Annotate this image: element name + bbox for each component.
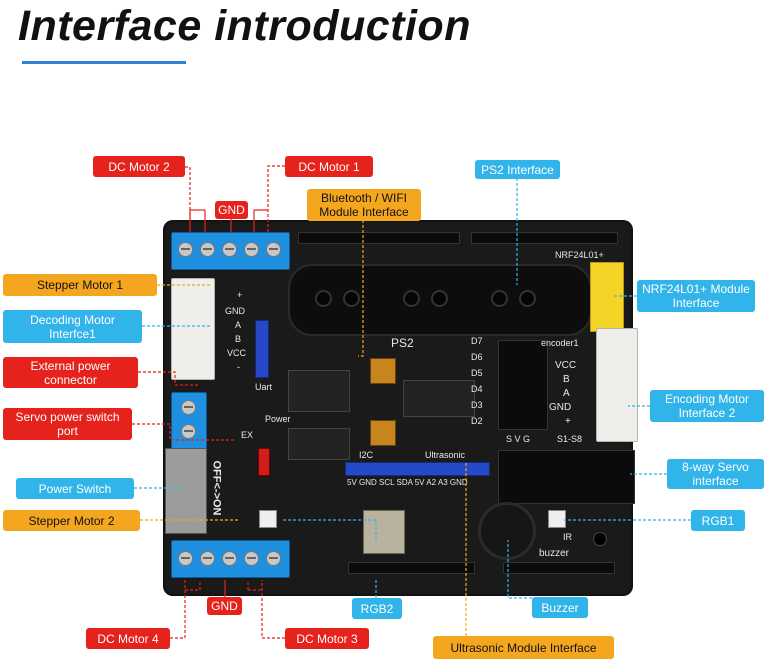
driver-chip: [288, 428, 350, 460]
silk-d7: D7: [471, 336, 483, 346]
bottom-header-right: [503, 562, 615, 574]
terminal-screw: [222, 551, 237, 566]
label-dc-motor-3: DC Motor 3: [285, 628, 369, 649]
silk-ps2: PS2: [391, 336, 414, 350]
terminal-screw: [200, 242, 215, 257]
capacitor: [370, 358, 396, 384]
label-servo-power: Servo power switch port: [3, 408, 132, 440]
nrf24l01-header: [590, 262, 624, 332]
ps2-hole: [315, 290, 332, 307]
ps2-hole: [343, 290, 360, 307]
silk-uart: Uart: [255, 382, 273, 392]
label-gnd-top: GND: [215, 201, 248, 219]
title-underline: [22, 61, 186, 64]
terminal-screw: [181, 400, 196, 415]
silk-b: B: [235, 334, 242, 344]
label-ps2-interface: PS2 Interface: [475, 160, 560, 179]
rgb2-led: [259, 510, 277, 528]
silk-d2: D2: [471, 416, 483, 426]
silk-ultrasonic: Ultrasonic: [425, 450, 466, 460]
encoder-motor-2-connector: [596, 328, 638, 442]
label-stepper-motor-1: Stepper Motor 1: [3, 274, 157, 296]
silk-d4: D4: [471, 384, 483, 394]
top-header-left: [298, 232, 460, 244]
silk-buzzer: buzzer: [539, 548, 570, 559]
label-dc-motor-4: DC Motor 4: [86, 628, 170, 649]
uart-header: [255, 320, 269, 378]
silk-pin-row: 5V GND SCL SDA 5V A2 A3 GND: [347, 478, 468, 487]
silk-s1s8: S1-S8: [557, 434, 583, 444]
terminal-screw: [200, 551, 215, 566]
bottom-header-left: [348, 562, 475, 574]
terminal-screw: [266, 551, 281, 566]
servo-8way-header: [498, 450, 635, 504]
stepper-motor-1-connector: [171, 278, 215, 380]
servo-power-jumper: [258, 448, 270, 476]
label-buzzer: Buzzer: [532, 597, 588, 618]
i2c-ultrasonic-header: [345, 462, 490, 476]
label-nrf24l01: NRF24L01+ Module Interface: [637, 280, 755, 312]
silk-plus: +: [237, 290, 243, 300]
ir-receiver: [593, 532, 607, 546]
silk-enc-vcc: VCC: [555, 360, 577, 371]
digital-header: [498, 340, 548, 430]
silk-svg: S V G: [506, 434, 531, 444]
controller-board: + GND A B VCC - Uart Power EX OFF<->ON P…: [163, 220, 638, 596]
capacitor: [370, 420, 396, 446]
terminal-screw: [178, 242, 193, 257]
label-rgb1: RGB1: [691, 510, 745, 531]
silk-enc-gnd: GND: [549, 402, 572, 413]
silk-power: Power: [265, 414, 291, 424]
silk-a: A: [235, 320, 242, 330]
silk-d5: D5: [471, 368, 483, 378]
rgb1-led: [548, 510, 566, 528]
label-dc-motor-1: DC Motor 1: [285, 156, 373, 177]
terminal-screw: [181, 424, 196, 439]
driver-chip: [403, 380, 475, 417]
silk-vcc: VCC: [227, 348, 247, 358]
label-rgb2: RGB2: [352, 598, 402, 619]
label-external-power: External power connector: [3, 357, 138, 388]
silk-enc-a: A: [563, 388, 570, 399]
label-decoding-motor: Decoding Motor Interfce1: [3, 310, 142, 343]
ps2-hole: [519, 290, 536, 307]
page-title: Interface introduction: [18, 2, 471, 50]
silk-enc-plus: +: [565, 416, 571, 427]
silk-i2c: I2C: [359, 450, 374, 460]
label-ultrasonic: Ultrasonic Module Interface: [433, 636, 614, 659]
silk-minus: -: [237, 362, 240, 372]
terminal-screw: [178, 551, 193, 566]
regulator-chip: [363, 510, 405, 554]
ps2-hole: [491, 290, 508, 307]
buzzer: [478, 502, 536, 560]
ps2-hole: [403, 290, 420, 307]
label-stepper-motor-2: Stepper Motor 2: [3, 510, 140, 531]
silk-ir: IR: [563, 532, 572, 542]
driver-chip: [288, 370, 350, 412]
silk-ex: EX: [241, 430, 254, 440]
silk-enc-b: B: [563, 374, 570, 385]
label-encoding-motor: Encoding Motor Interface 2: [650, 390, 764, 422]
silk-d6: D6: [471, 352, 483, 362]
label-power-switch: Power Switch: [16, 478, 134, 499]
label-dc-motor-2: DC Motor 2: [93, 156, 185, 177]
terminal-screw: [222, 242, 237, 257]
silk-gnd: GND: [225, 306, 245, 316]
terminal-screw: [244, 551, 259, 566]
terminal-screw: [244, 242, 259, 257]
silk-d3: D3: [471, 400, 483, 410]
label-bluetooth-wifi: Bluetooth / WIFI Module Interface: [307, 189, 421, 221]
silk-encoder: encoder1: [541, 338, 579, 348]
ps2-hole: [431, 290, 448, 307]
silk-nrf: NRF24L01+: [555, 250, 604, 260]
label-8way-servo: 8-way Servo interface: [667, 459, 764, 489]
label-gnd-bottom: GND: [207, 597, 242, 615]
terminal-screw: [266, 242, 281, 257]
top-header-right: [471, 232, 618, 244]
